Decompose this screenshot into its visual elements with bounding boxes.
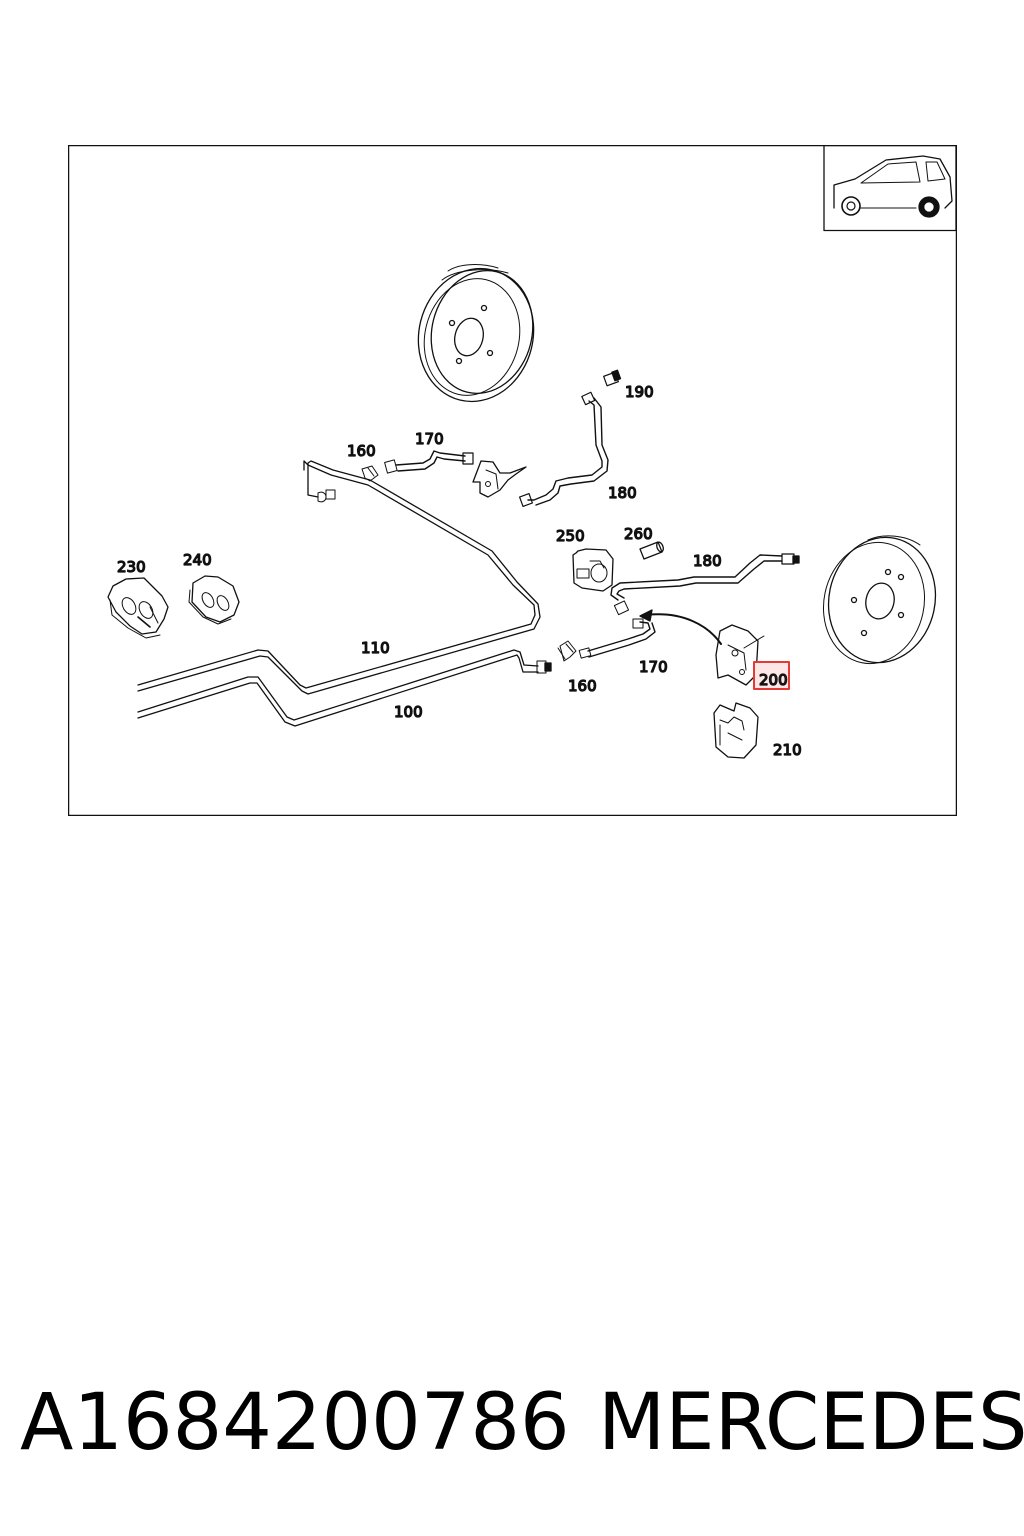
- callout-170-upper: 170: [415, 430, 444, 448]
- brake-hose-170-upper: [384, 450, 474, 474]
- callout-160-lower: 160: [568, 677, 597, 695]
- brake-pad-240: [188, 575, 240, 625]
- clip-160-upper: [361, 465, 379, 482]
- fitting-190: [603, 369, 622, 387]
- callout-170-lower: 170: [639, 658, 668, 676]
- diagram-border: [68, 145, 957, 816]
- brake-line-100: [137, 649, 552, 727]
- callout-210: 210: [773, 741, 802, 759]
- upper-brake-drum: [417, 264, 535, 403]
- callout-240: 240: [183, 551, 212, 569]
- callout-190: 190: [625, 383, 654, 401]
- right-brake-drum: [822, 535, 937, 665]
- brake-line-110: [137, 460, 541, 695]
- part-number: A1684200786: [20, 1378, 570, 1468]
- valve-250: [572, 548, 614, 592]
- parts-diagram: 190 170 160 180 250 260 180 230 240 110 …: [68, 145, 957, 816]
- bracket-upper: [472, 460, 527, 498]
- callout-180-right: 180: [693, 552, 722, 570]
- callout-230: 230: [117, 558, 146, 576]
- brand-name: MERCEDES: [598, 1378, 1024, 1468]
- brake-line-180-right: [610, 553, 800, 616]
- callout-180-upper: 180: [608, 484, 637, 502]
- bracket-210: [713, 702, 759, 759]
- install-arrow: [639, 609, 722, 645]
- callout-100: 100: [394, 703, 423, 721]
- highlight-box: [753, 661, 790, 690]
- car-rear-axle-icon: [823, 145, 957, 232]
- callout-110: 110: [361, 639, 390, 657]
- callout-250: 250: [556, 527, 585, 545]
- brake-hose-170-lower: [578, 618, 656, 659]
- clip-160-lower: [557, 640, 577, 662]
- sleeve-260: [639, 541, 664, 560]
- bracket-200: [715, 624, 765, 686]
- callout-200[interactable]: 200: [758, 670, 788, 689]
- callout-260: 260: [624, 525, 653, 543]
- brake-line-180-upper: [518, 391, 609, 508]
- brake-pad-230: [107, 577, 169, 639]
- callout-160-upper: 160: [347, 442, 376, 460]
